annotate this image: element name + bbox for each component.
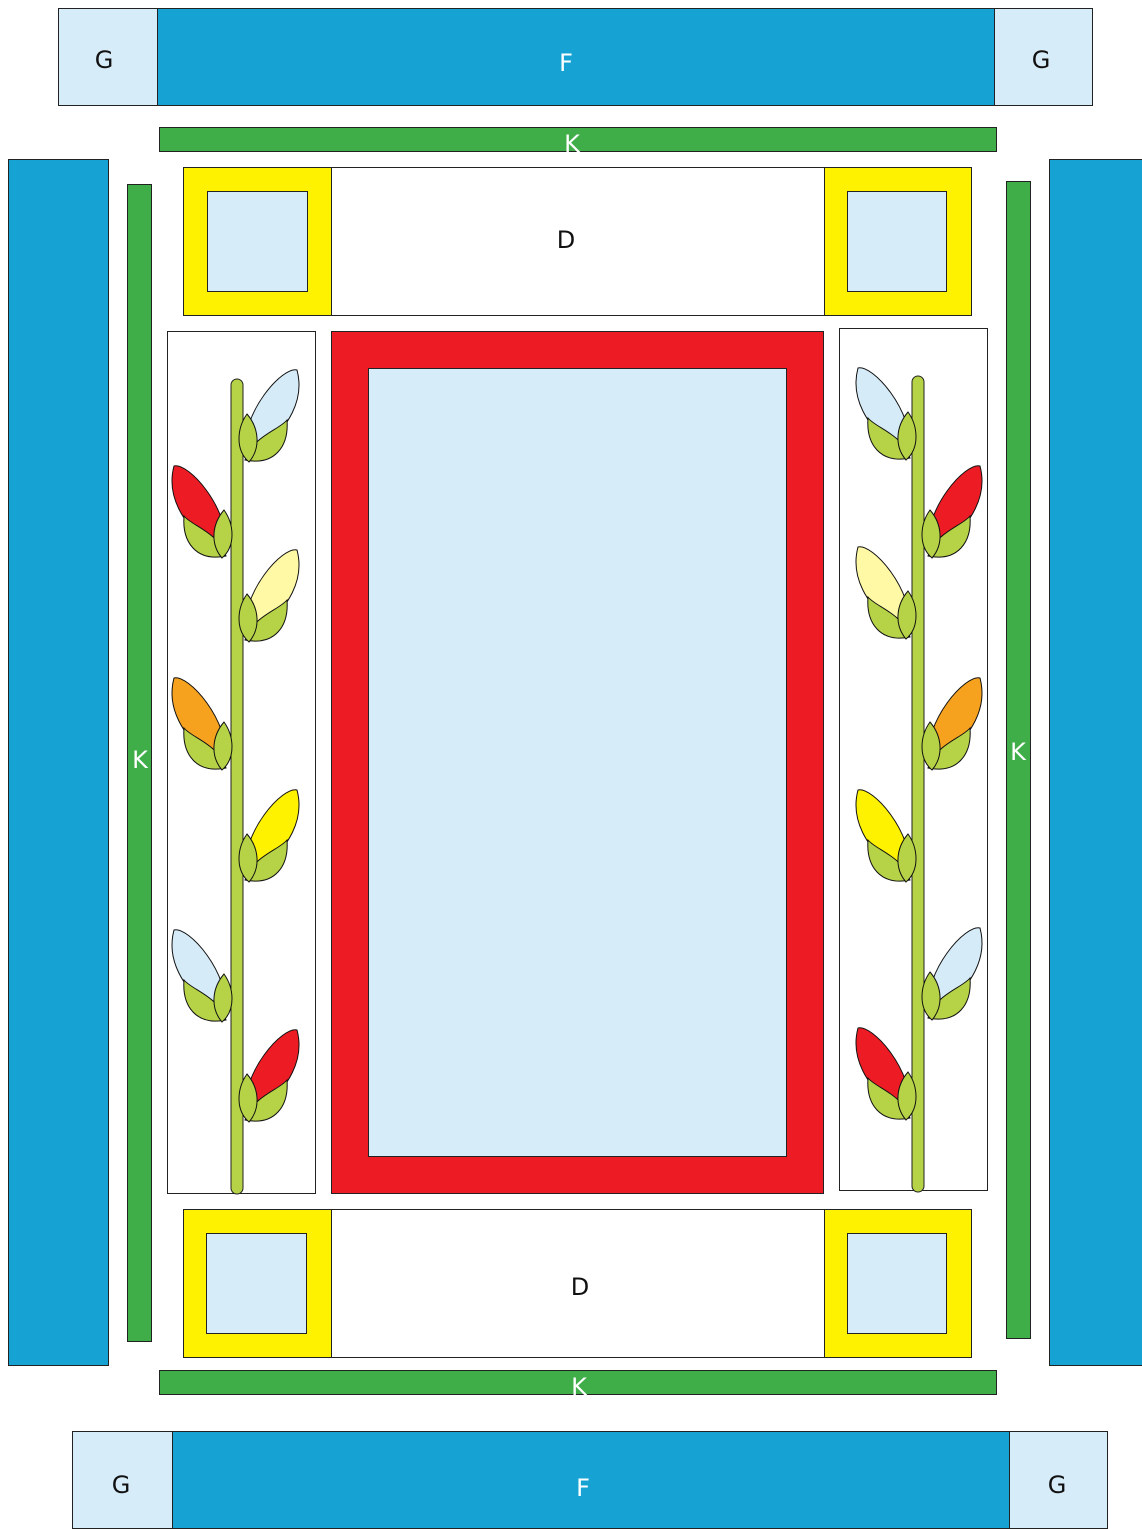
label-k-left: K [132,748,148,772]
label-f-top: F [559,51,573,75]
label-d-top: D [557,228,575,252]
label-g-bottom-left: G [112,1473,131,1497]
label-k-right: K [1010,740,1026,764]
label-g-top-right: G [1032,48,1051,72]
label-d-bottom: D [571,1275,589,1299]
label-g-top-left: G [95,48,114,72]
label-f-bottom: F [576,1476,590,1500]
label-k-top: K [564,132,580,156]
label-g-bottom-right: G [1048,1473,1067,1497]
label-k-bottom: K [571,1375,587,1399]
